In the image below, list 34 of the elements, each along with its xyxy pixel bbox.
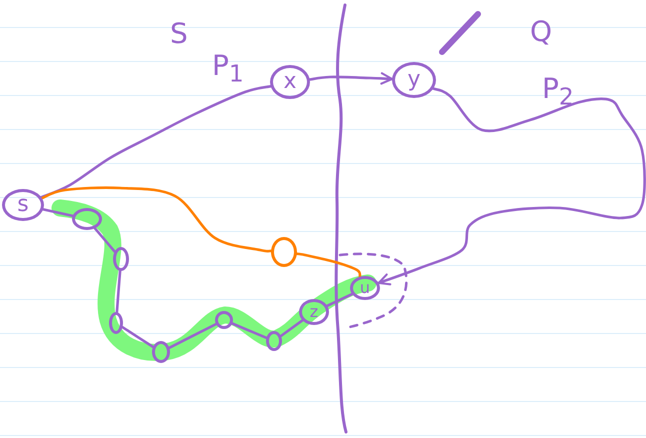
path-line <box>40 186 272 253</box>
path-line <box>94 227 116 253</box>
vertex-circle <box>271 237 297 267</box>
vertex-circle <box>215 311 233 329</box>
vertex-label: x <box>283 71 297 93</box>
vertex-circle <box>299 299 329 325</box>
path-line <box>121 326 154 348</box>
vertex-label: y <box>407 69 421 91</box>
region-label: S <box>170 20 188 48</box>
path-line <box>231 322 268 340</box>
region-label: Q <box>530 18 552 46</box>
vertex-circle <box>350 276 380 300</box>
region-label: P$_{1}$ <box>212 52 244 86</box>
vertex-label: s <box>17 194 29 216</box>
vertex-circle <box>109 312 123 334</box>
vertex-circle <box>2 189 44 221</box>
arrow <box>377 87 646 286</box>
path-line <box>280 319 304 338</box>
vertex-label: z <box>310 304 318 320</box>
path-line <box>326 292 354 308</box>
vertex-circle <box>270 65 310 99</box>
vertex-circle <box>266 331 282 351</box>
path-line <box>168 322 218 350</box>
vertex-circle <box>72 208 102 230</box>
path-line <box>42 208 74 218</box>
arrow <box>308 72 394 85</box>
region-label: P$_{2}$ <box>542 75 574 109</box>
vertex-circle <box>152 341 170 363</box>
path-line <box>116 270 122 314</box>
vertex-circle <box>392 62 436 98</box>
vertex-circle <box>113 247 129 271</box>
path-line <box>40 85 272 198</box>
path-line <box>296 252 362 278</box>
vertex-label: u <box>360 280 370 296</box>
